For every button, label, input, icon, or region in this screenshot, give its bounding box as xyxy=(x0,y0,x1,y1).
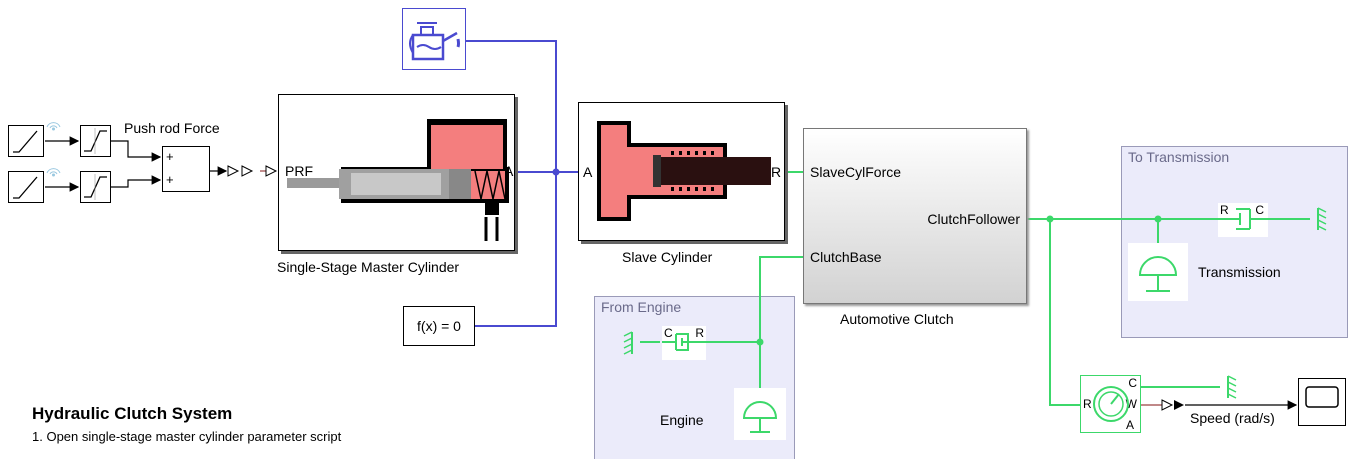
slave-cylinder-block[interactable]: A R xyxy=(578,102,785,241)
master-cylinder-label: Single-Stage Master Cylinder xyxy=(277,259,460,275)
sum-sign-2: + xyxy=(166,172,174,187)
saturation-block-2[interactable] xyxy=(80,171,111,203)
engine-damper-block[interactable]: C R xyxy=(662,326,706,360)
from-engine-area[interactable]: From Engine xyxy=(594,296,795,459)
engine-reference-icon xyxy=(620,330,640,356)
solver-configuration-label: f(x) = 0 xyxy=(417,318,461,334)
ramp-block-2[interactable] xyxy=(8,171,44,203)
hydraulic-line-solver[interactable] xyxy=(475,172,557,327)
automotive-clutch-label: Automotive Clutch xyxy=(840,311,954,327)
hydraulic-junction xyxy=(552,168,560,176)
inertia-icon xyxy=(1138,256,1178,292)
speed-label: Speed (rad/s) xyxy=(1190,410,1275,426)
sensor-port-a: A xyxy=(1125,418,1134,432)
damper-icon xyxy=(1218,208,1268,230)
sensor-port-c: C xyxy=(1128,376,1137,390)
saturation-icon xyxy=(84,174,107,200)
engine-label: Engine xyxy=(660,412,704,428)
wireless-icon-2 xyxy=(44,163,64,179)
annotation-step-1[interactable]: 1. Open single-stage master cylinder par… xyxy=(32,429,342,444)
saturation-block-1[interactable] xyxy=(80,125,111,157)
push-rod-force-label: Push rod Force xyxy=(124,120,220,136)
engine-inertia-block[interactable] xyxy=(734,388,786,440)
scope-icon xyxy=(1305,386,1339,408)
automotive-clutch-block[interactable]: SlaveCylForce ClutchFollower ClutchBase xyxy=(803,128,1027,304)
from-engine-title: From Engine xyxy=(601,299,682,315)
follower-junction xyxy=(1046,215,1054,223)
slave-cylinder-label: Slave Cylinder xyxy=(622,249,713,265)
slave-cylinder-icon xyxy=(597,121,771,221)
hydraulic-line-reservoir[interactable] xyxy=(466,40,557,172)
slave-port-a: A xyxy=(583,164,593,180)
wireless-icon-1 xyxy=(44,117,64,133)
transmission-reference-icon xyxy=(1310,206,1330,232)
transmission-damper-block[interactable]: R C xyxy=(1218,203,1268,237)
saturation-icon xyxy=(84,128,107,154)
reservoir-block[interactable] xyxy=(402,8,466,70)
to-transmission-title: To Transmission xyxy=(1128,149,1230,165)
sum-block[interactable]: + + xyxy=(162,146,210,192)
clutch-port-slave-force: SlaveCylForce xyxy=(810,164,902,180)
damper-icon xyxy=(662,333,706,351)
master-cylinder-block[interactable]: PRF A xyxy=(278,94,515,251)
transmission-label: Transmission xyxy=(1198,264,1281,280)
engine-damper-port-r: R xyxy=(695,326,704,340)
signal-line-sat2[interactable] xyxy=(111,175,162,188)
sensor-port-r: R xyxy=(1083,397,1092,411)
motion-sensor-block[interactable]: R C W A xyxy=(1080,375,1141,433)
scope-block[interactable] xyxy=(1298,378,1346,426)
ramp-icon xyxy=(13,130,38,153)
ramp-block-1[interactable] xyxy=(8,125,44,157)
annotation[interactable]: Hydraulic Clutch System 1. Open single-s… xyxy=(32,404,552,454)
solver-configuration-block[interactable]: f(x) = 0 xyxy=(403,306,475,346)
slave-port-r: R xyxy=(771,164,782,180)
master-cylinder-icon xyxy=(287,119,509,241)
engine-damper-port-c: C xyxy=(664,326,673,340)
transmission-inertia-block[interactable] xyxy=(1128,243,1188,301)
sensor-port-w: W xyxy=(1125,397,1137,411)
sum-sign-1: + xyxy=(166,149,174,164)
clutch-port-base: ClutchBase xyxy=(810,249,882,265)
inertia-icon xyxy=(742,401,778,433)
annotation-title: Hydraulic Clutch System xyxy=(32,404,233,423)
speedometer-icon xyxy=(1093,386,1129,422)
clutch-port-follower: ClutchFollower xyxy=(927,211,1020,227)
mech-line-clutch-base[interactable] xyxy=(759,256,803,406)
ramp-icon xyxy=(13,176,38,199)
oil-can-icon xyxy=(409,22,460,61)
sensor-reference-icon xyxy=(1220,374,1242,400)
master-port-prf: PRF xyxy=(285,163,313,179)
trans-damper-port-c: C xyxy=(1255,203,1264,217)
mech-line-sensor-r[interactable] xyxy=(1049,219,1080,406)
transmission-junction xyxy=(1154,215,1162,223)
signal-line-sat1[interactable] xyxy=(111,140,162,162)
engine-junction xyxy=(756,338,764,346)
trans-damper-port-r: R xyxy=(1220,203,1229,217)
